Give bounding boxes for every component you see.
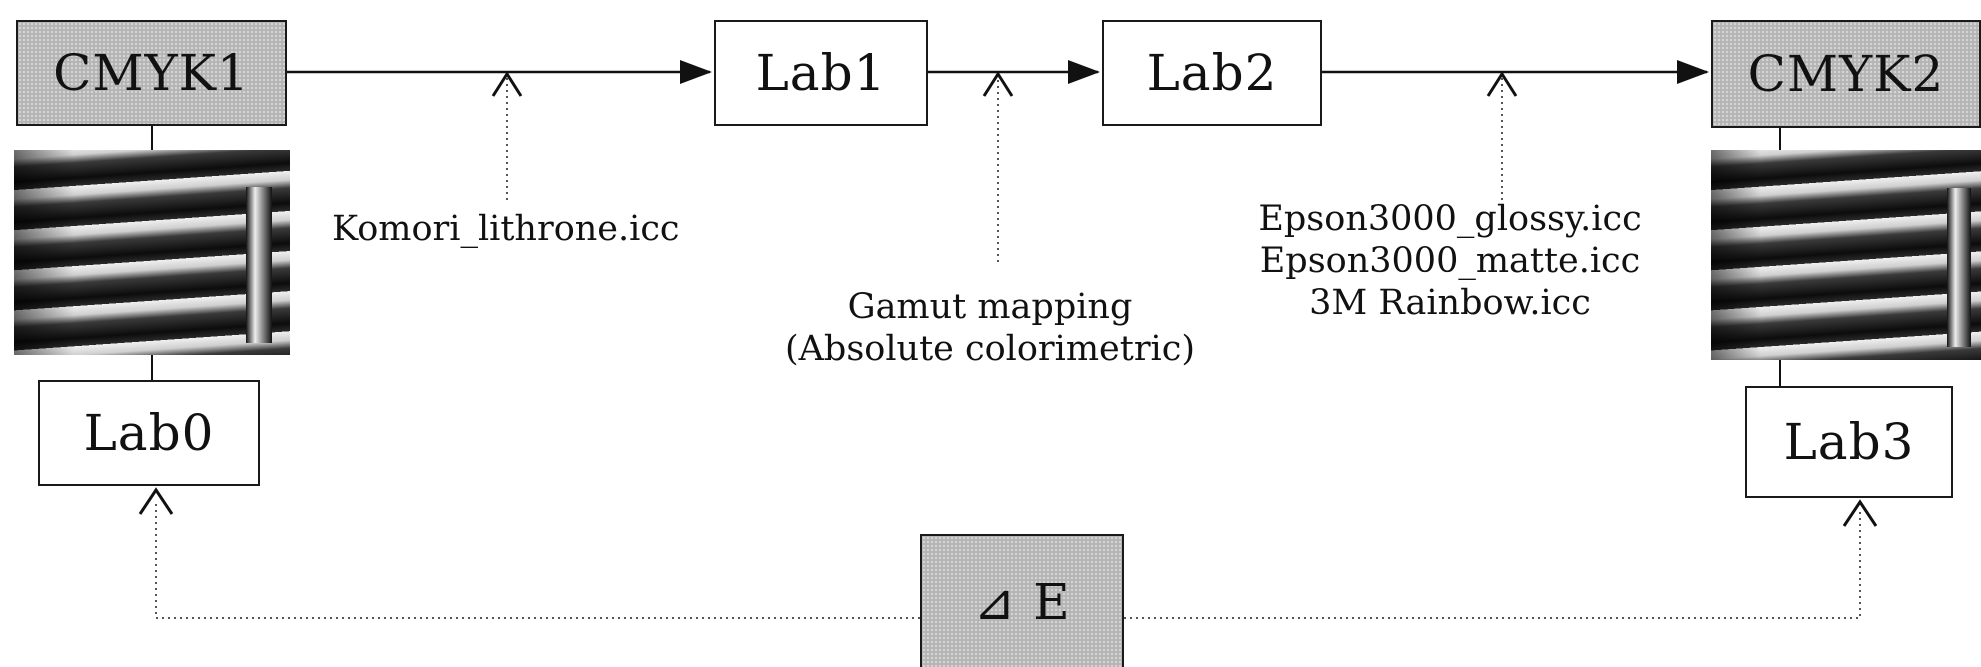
arrowhead-lab2 — [1068, 60, 1100, 84]
dest-profile-glossy: Epson3000_glossy.icc — [1258, 199, 1642, 239]
arrowhead-cmyk2 — [1677, 60, 1709, 84]
pointer-gamut-mapping-head — [982, 71, 1014, 97]
pointer-dest-profiles-head — [1486, 71, 1518, 97]
node-delta-e-label: ⊿ E — [973, 572, 1071, 631]
arrowhead-lab0 — [138, 487, 174, 515]
arrowhead-lab1 — [680, 60, 712, 84]
reproduction-print-thumbnail — [1711, 150, 1981, 360]
node-cmyk2-label: CMYK2 — [1747, 45, 1945, 103]
node-lab1: Lab1 — [714, 20, 928, 126]
node-lab0: Lab0 — [38, 380, 260, 486]
node-cmyk1-label: CMYK1 — [53, 44, 250, 102]
node-lab3: Lab3 — [1745, 386, 1953, 498]
dest-profile-matte: Epson3000_matte.icc — [1259, 241, 1641, 281]
gamut-mapping-line2: (Absolute colorimetric) — [784, 329, 1196, 369]
node-lab1-label: Lab1 — [755, 44, 887, 102]
delta-e-left-path — [155, 500, 920, 619]
gamut-mapping-line1: Gamut mapping — [847, 287, 1133, 327]
node-lab2: Lab2 — [1102, 20, 1322, 126]
node-lab3-label: Lab3 — [1783, 413, 1915, 471]
pointer-source-profile-head — [491, 71, 523, 97]
destination-profiles-list: Epson3000_glossy.icc Epson3000_matte.icc… — [1230, 198, 1670, 324]
arrowhead-lab3 — [1842, 499, 1878, 527]
source-print-thumbnail — [14, 150, 290, 355]
delta-e-right-path — [1124, 512, 1861, 619]
dest-profile-rainbow: 3M Rainbow.icc — [1309, 283, 1591, 323]
node-lab2-label: Lab2 — [1146, 44, 1278, 102]
gamut-mapping-label: Gamut mapping (Absolute colorimetric) — [740, 286, 1240, 370]
node-cmyk1: CMYK1 — [16, 20, 287, 126]
node-cmyk2: CMYK2 — [1711, 20, 1981, 128]
node-delta-e: ⊿ E — [920, 534, 1124, 667]
node-lab0-label: Lab0 — [83, 404, 215, 462]
source-profile-label: Komori_lithrone.icc — [332, 209, 680, 249]
